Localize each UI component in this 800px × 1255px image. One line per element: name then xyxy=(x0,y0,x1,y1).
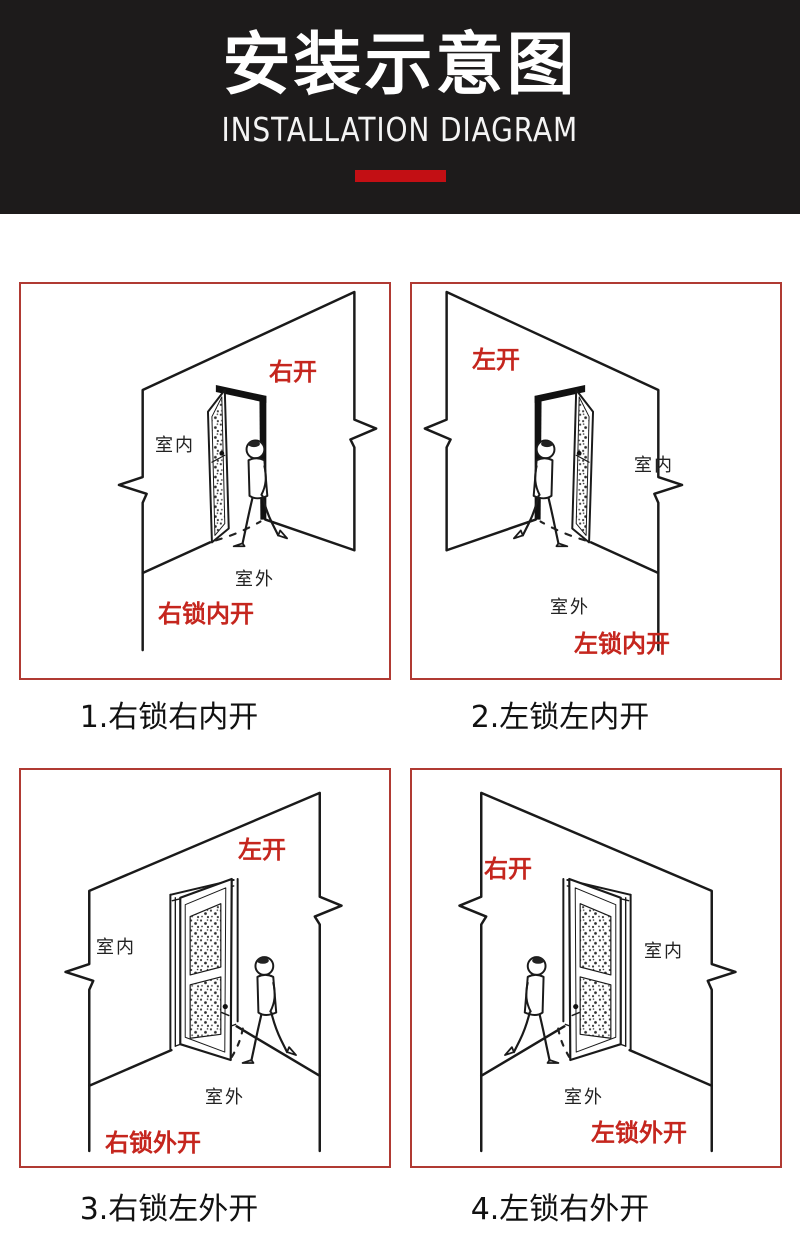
indoor-label: 室内 xyxy=(155,435,195,456)
door-sketch-outward-mirrored xyxy=(458,791,737,1153)
indoor-label: 室内 xyxy=(634,455,674,476)
page-subtitle-wrap: INSTALLATION DIAGRAM xyxy=(0,110,800,149)
red-accent-bar xyxy=(355,170,446,182)
page-title: 安装示意图 xyxy=(222,26,578,105)
lock-type-label: 左锁内开 xyxy=(574,630,670,658)
panel-4-caption: 4.左锁右外开 xyxy=(470,1192,650,1227)
outdoor-label: 室外 xyxy=(564,1087,604,1108)
lock-type-label: 左锁外开 xyxy=(591,1119,687,1147)
open-direction-label: 左开 xyxy=(472,346,520,374)
header-banner: 安装示意图 INSTALLATION DIAGRAM xyxy=(0,0,800,214)
outdoor-label: 室外 xyxy=(550,597,590,618)
outdoor-label: 室外 xyxy=(205,1087,245,1108)
diagram-panel-4: 右开 室内 室外 左锁外开 xyxy=(410,768,782,1168)
lock-type-label: 右锁内开 xyxy=(158,600,254,628)
indoor-label: 室内 xyxy=(96,937,136,958)
open-direction-label: 右开 xyxy=(269,358,317,386)
open-direction-label: 右开 xyxy=(484,855,532,883)
open-direction-label: 左开 xyxy=(238,836,286,864)
door-sketch-inward-mirrored xyxy=(423,290,684,652)
outdoor-label: 室外 xyxy=(235,569,275,590)
door-sketch-inward xyxy=(117,290,378,652)
lock-type-label: 右锁外开 xyxy=(105,1129,201,1157)
door-sketch-outward xyxy=(64,791,343,1153)
indoor-label: 室内 xyxy=(644,941,684,962)
diagram-panel-3: 左开 室内 室外 右锁外开 xyxy=(19,768,391,1168)
panel-1-caption: 1.右锁右内开 xyxy=(79,700,259,735)
diagram-panel-1: 右开 室内 室外 右锁内开 xyxy=(19,282,391,680)
diagram-panel-2: 左开 室内 室外 左锁内开 xyxy=(410,282,782,680)
panel-2-caption: 2.左锁左内开 xyxy=(470,700,650,735)
panel-3-caption: 3.右锁左外开 xyxy=(79,1192,259,1227)
page-subtitle: INSTALLATION DIAGRAM xyxy=(221,110,579,149)
